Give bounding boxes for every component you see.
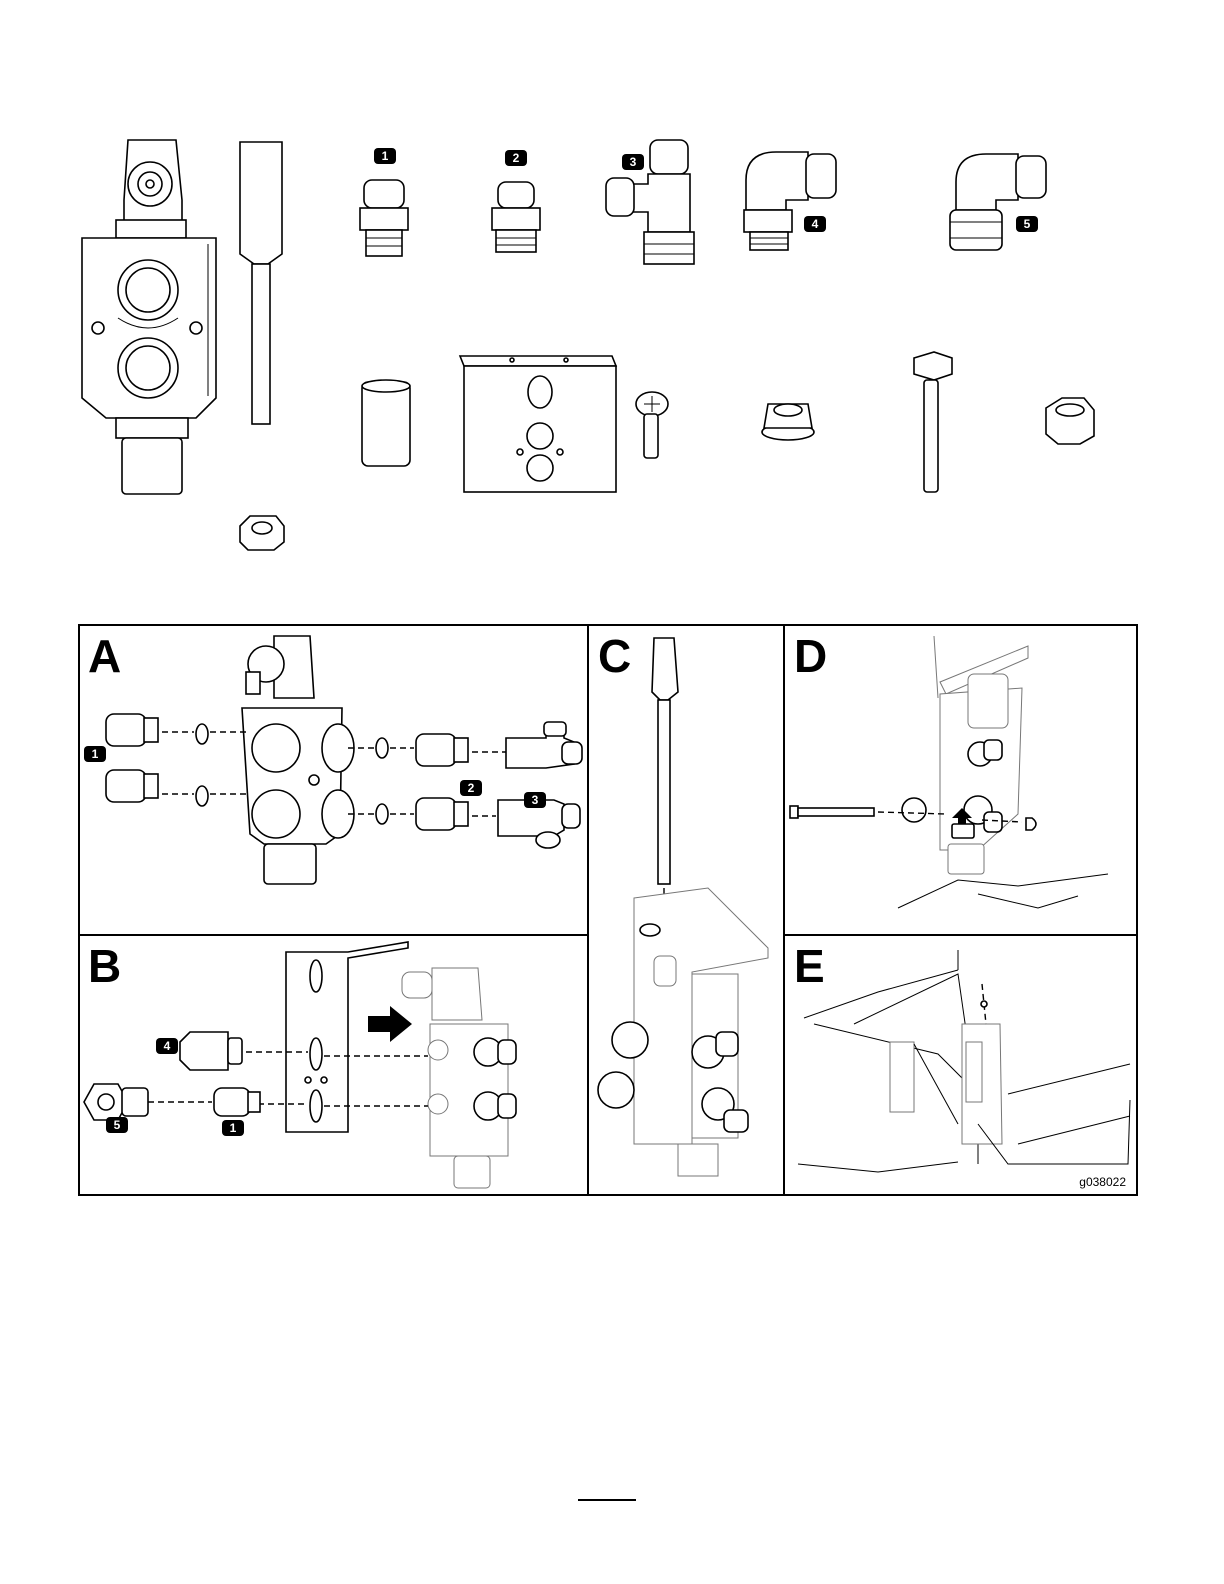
panel-b-letter: B <box>88 940 121 992</box>
panel-a-callout-2: 2 <box>460 780 482 796</box>
hex-nut <box>240 516 284 550</box>
figure-id: g038022 <box>1079 1175 1126 1189</box>
fitting-3-tee <box>606 140 694 264</box>
svg-text:1: 1 <box>92 747 99 761</box>
panel-b-callout-5: 5 <box>106 1117 128 1133</box>
panel-a-fitting-right-bottom <box>416 798 468 830</box>
svg-text:5: 5 <box>114 1118 121 1132</box>
svg-text:3: 3 <box>532 793 539 807</box>
svg-text:4: 4 <box>812 217 819 231</box>
svg-text:2: 2 <box>468 781 475 795</box>
panel-a-callout-1: 1 <box>84 746 106 762</box>
panel-a-fitting-right-top <box>416 734 468 766</box>
svg-text:4: 4 <box>164 1039 171 1053</box>
callout-5: 5 <box>1016 216 1038 232</box>
panel-b-fitting-1 <box>214 1088 260 1116</box>
fitting-2 <box>492 182 540 252</box>
svg-text:1: 1 <box>382 149 389 163</box>
parts-illustration: 1 2 3 4 5 <box>0 0 1224 600</box>
panel-c-letter: C <box>598 630 631 682</box>
lock-nut <box>1046 398 1094 444</box>
panel-a-fitting-left-bottom <box>106 770 158 802</box>
panel-b-callout-4: 4 <box>156 1038 178 1054</box>
footer-rule <box>578 1499 636 1501</box>
fitting-5-elbow <box>950 154 1046 250</box>
panel-b-callout-1: 1 <box>222 1120 244 1136</box>
fitting-4-elbow <box>744 152 836 250</box>
panel-a-letter: A <box>88 630 121 682</box>
control-valve <box>82 140 216 494</box>
panel-d-bolt <box>790 806 874 818</box>
carriage-bolt <box>636 392 668 458</box>
callout-3: 3 <box>622 154 644 170</box>
panel-e-letter: E <box>794 940 825 992</box>
flange-nut <box>762 404 814 440</box>
valve-handle <box>240 142 282 424</box>
mounting-bracket <box>460 356 616 492</box>
callout-1: 1 <box>374 148 396 164</box>
svg-text:2: 2 <box>513 151 520 165</box>
panel-d-letter: D <box>794 630 827 682</box>
hex-bolt <box>914 352 952 492</box>
callout-2: 2 <box>505 150 527 166</box>
panel-a-fitting-left-top <box>106 714 158 746</box>
fitting-1 <box>360 180 408 256</box>
assembly-figure: A <box>78 624 1138 1196</box>
panel-a-callout-3: 3 <box>524 792 546 808</box>
panel-b-fitting-5 <box>84 1084 148 1120</box>
svg-text:5: 5 <box>1024 217 1031 231</box>
callout-4: 4 <box>804 216 826 232</box>
svg-text:3: 3 <box>630 155 637 169</box>
svg-text:1: 1 <box>230 1121 237 1135</box>
spacer <box>362 380 410 466</box>
panel-b-fitting-4 <box>180 1032 242 1070</box>
panel-d-nut <box>1026 818 1036 830</box>
